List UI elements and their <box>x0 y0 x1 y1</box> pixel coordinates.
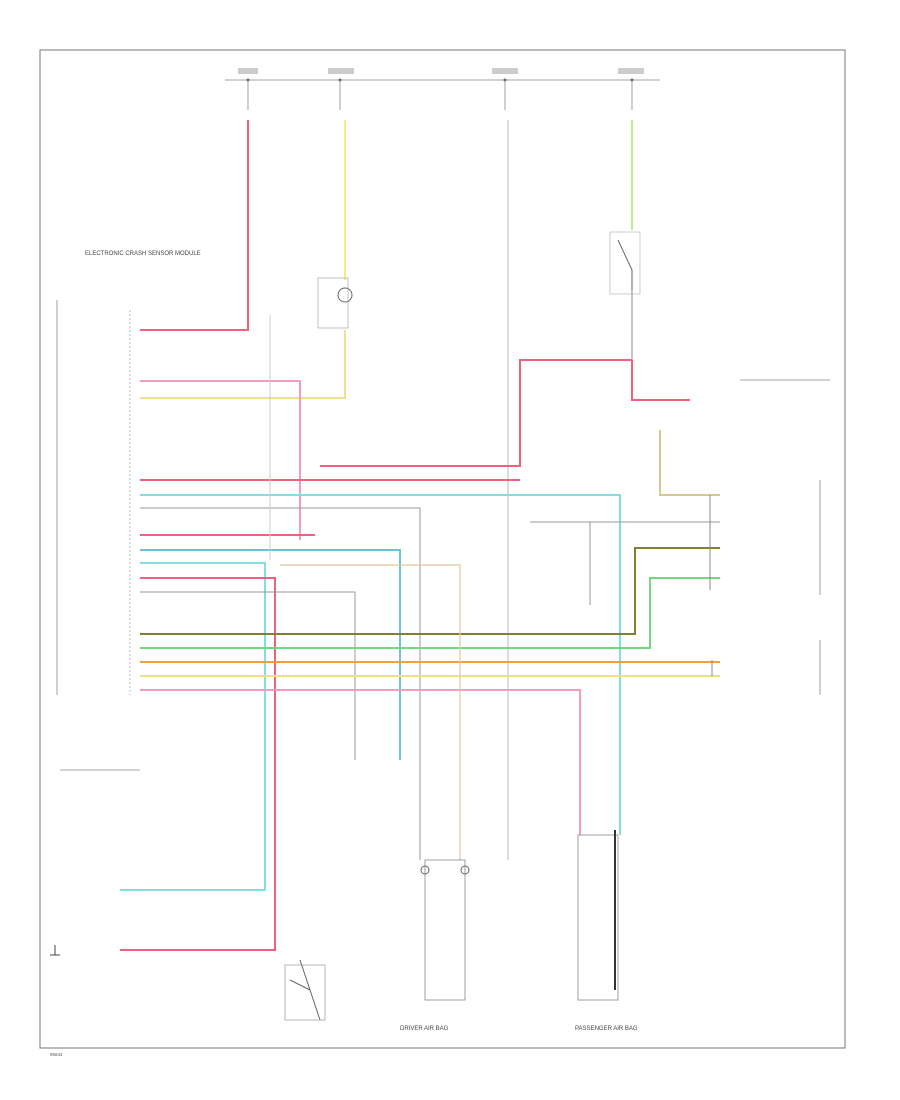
driver-label: DRIVER AIR BAG <box>400 1026 449 1032</box>
switch-symbols <box>284 231 641 1021</box>
ground-icon <box>50 945 60 956</box>
wires <box>120 120 720 951</box>
module-label: ELECTRONIC CRASH SENSOR MODULE <box>85 251 201 257</box>
footer-code: 95842 <box>50 1052 63 1057</box>
diagram-frame <box>39 49 846 1049</box>
fuse-group <box>238 68 644 110</box>
passenger-label: PASSENGER AIR BAG <box>575 1026 638 1032</box>
crash-sensor-module <box>56 300 131 695</box>
right-connectors <box>60 379 830 771</box>
